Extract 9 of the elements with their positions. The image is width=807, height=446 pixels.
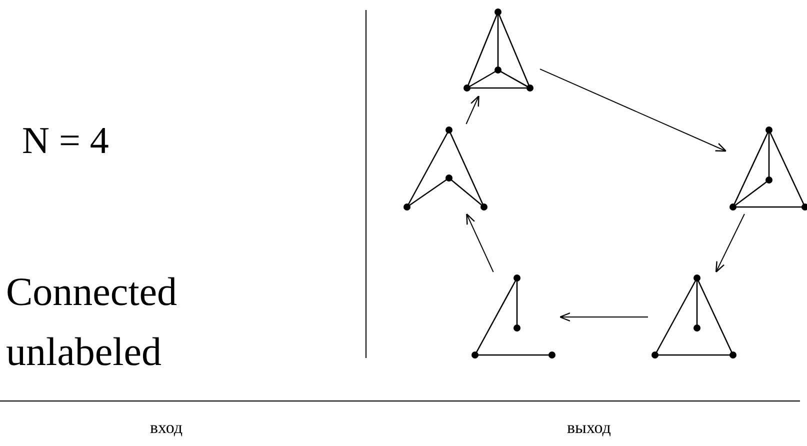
arrow bbox=[466, 95, 480, 124]
arrow bbox=[466, 213, 494, 272]
arrow bbox=[559, 312, 648, 322]
heading-text: N = 4 bbox=[22, 120, 110, 164]
caption-text: выход bbox=[567, 418, 612, 438]
heading-text: Connected unlabeled bbox=[6, 268, 178, 376]
arrow bbox=[540, 68, 727, 152]
caption-text: вход bbox=[150, 418, 184, 438]
arrow bbox=[715, 214, 745, 273]
